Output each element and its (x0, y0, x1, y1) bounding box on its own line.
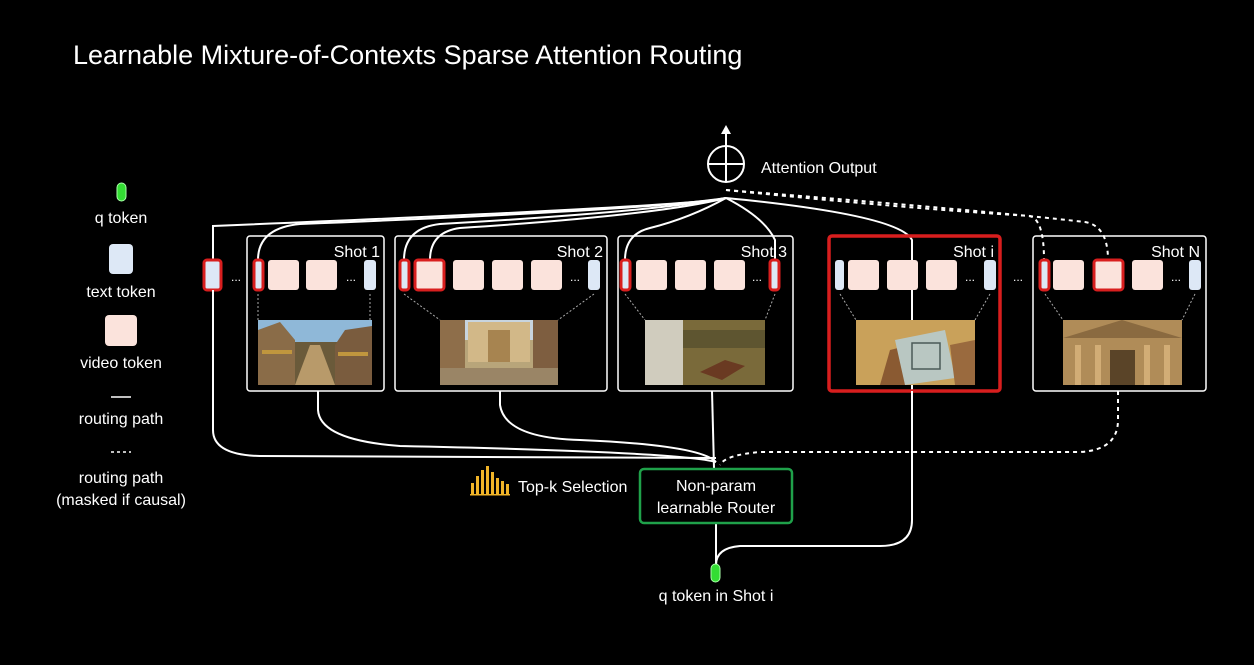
output-arrowhead-icon (721, 125, 731, 134)
shot-label: Shot 3 (741, 244, 787, 261)
text-token (588, 260, 600, 290)
path-global-to-router (212, 290, 717, 459)
text-token (364, 260, 376, 290)
video-token (675, 260, 706, 290)
text-token (835, 260, 844, 290)
path-shot3-to-router (711, 390, 715, 469)
path-to-shot2-video (429, 197, 727, 261)
shot-frame (246, 235, 385, 392)
legend-routing-path-label: routing path (79, 411, 164, 428)
video-token (306, 260, 337, 290)
ellipsis: ... (752, 270, 762, 284)
video-token (492, 260, 523, 290)
global-text-token (202, 258, 223, 292)
ellipsis: ... (1013, 270, 1023, 284)
text-token-selected (1038, 258, 1051, 292)
shot-n: Shot N ... (1032, 235, 1207, 392)
path-to-shot1 (257, 197, 727, 261)
legend-video-token-icon (105, 315, 137, 346)
shot-label: Shot N (1151, 244, 1200, 261)
path-shot-i-to-query (715, 391, 913, 566)
shot-frame-selected (827, 234, 1002, 393)
legend-q-token-label: q token (95, 210, 147, 227)
path-to-shot3-text (624, 197, 727, 261)
text-token (984, 260, 996, 290)
video-token-selected (413, 258, 446, 292)
legend-text-token-label: text token (86, 284, 155, 301)
shot-1: Shot 1 ... (246, 235, 385, 392)
shot-label: Shot 2 (557, 244, 603, 261)
attention-output-label: Attention Output (761, 160, 877, 177)
path-shot1-to-router (317, 391, 717, 463)
path-shot2-to-router (499, 391, 717, 463)
video-token (531, 260, 562, 290)
shot-3-thumbnail-image (645, 320, 765, 385)
legend-masked-path-label-2: (masked if causal) (56, 492, 186, 509)
ellipsis: ... (346, 270, 356, 284)
shot-2-thumbnail-image (440, 320, 558, 385)
legend-text-token-icon (109, 244, 133, 274)
text-token-selected (768, 258, 781, 292)
video-token-selected (1092, 258, 1125, 292)
ellipsis: ... (965, 270, 975, 284)
video-token (636, 260, 667, 290)
router-box (638, 467, 794, 525)
legend-video-token-label: video token (80, 355, 162, 372)
topk-label: Top-k Selection (518, 479, 627, 496)
shot-i-thumbnail-image (856, 320, 975, 385)
query-token (710, 563, 721, 583)
video-token (1053, 260, 1084, 290)
ellipsis: ... (1171, 270, 1181, 284)
shot-frame (617, 235, 794, 392)
masked-path-shotN-text (725, 189, 1045, 261)
shot-3: Shot 3 ... (617, 235, 794, 392)
text-token-selected (252, 258, 265, 292)
topk-bar-chart-icon (470, 466, 510, 496)
diagram-title: Learnable Mixture-of-Contexts Sparse Att… (73, 40, 743, 70)
shot-n-thumbnail-image (1063, 320, 1182, 385)
masked-paths-up (725, 189, 1109, 261)
sum-node-icon (707, 145, 745, 183)
video-token (453, 260, 484, 290)
video-token (268, 260, 299, 290)
video-token (1132, 260, 1163, 290)
legend: q token text token video token routing p… (56, 182, 186, 509)
legend-masked-path-label-1: routing path (79, 470, 164, 487)
ellipsis: ... (570, 270, 580, 284)
shot-2: Shot 2 ... (394, 235, 608, 392)
routing-paths-down (212, 290, 913, 566)
shot-i: Shot i ... (827, 234, 1002, 393)
router-label-line2: learnable Router (657, 500, 776, 517)
router-label-line1: Non-param (676, 478, 756, 495)
video-token (926, 260, 957, 290)
shot-1-thumbnail-image (258, 320, 372, 385)
text-token (1189, 260, 1201, 290)
shot-label: Shot 1 (334, 244, 380, 261)
shot-frame (1032, 235, 1207, 392)
masked-path-shotN-video (725, 189, 1109, 261)
video-token (887, 260, 918, 290)
shot-label: Shot i (953, 244, 994, 261)
query-token-label: q token in Shot i (659, 588, 774, 605)
masked-path-shotN-to-router (719, 391, 1119, 466)
path-to-shot3-end (725, 197, 776, 260)
ellipsis: ... (231, 270, 241, 284)
legend-q-token-icon (116, 182, 127, 202)
video-token (848, 260, 879, 290)
text-token-selected (398, 258, 411, 292)
text-token-selected (619, 258, 632, 292)
video-token (714, 260, 745, 290)
